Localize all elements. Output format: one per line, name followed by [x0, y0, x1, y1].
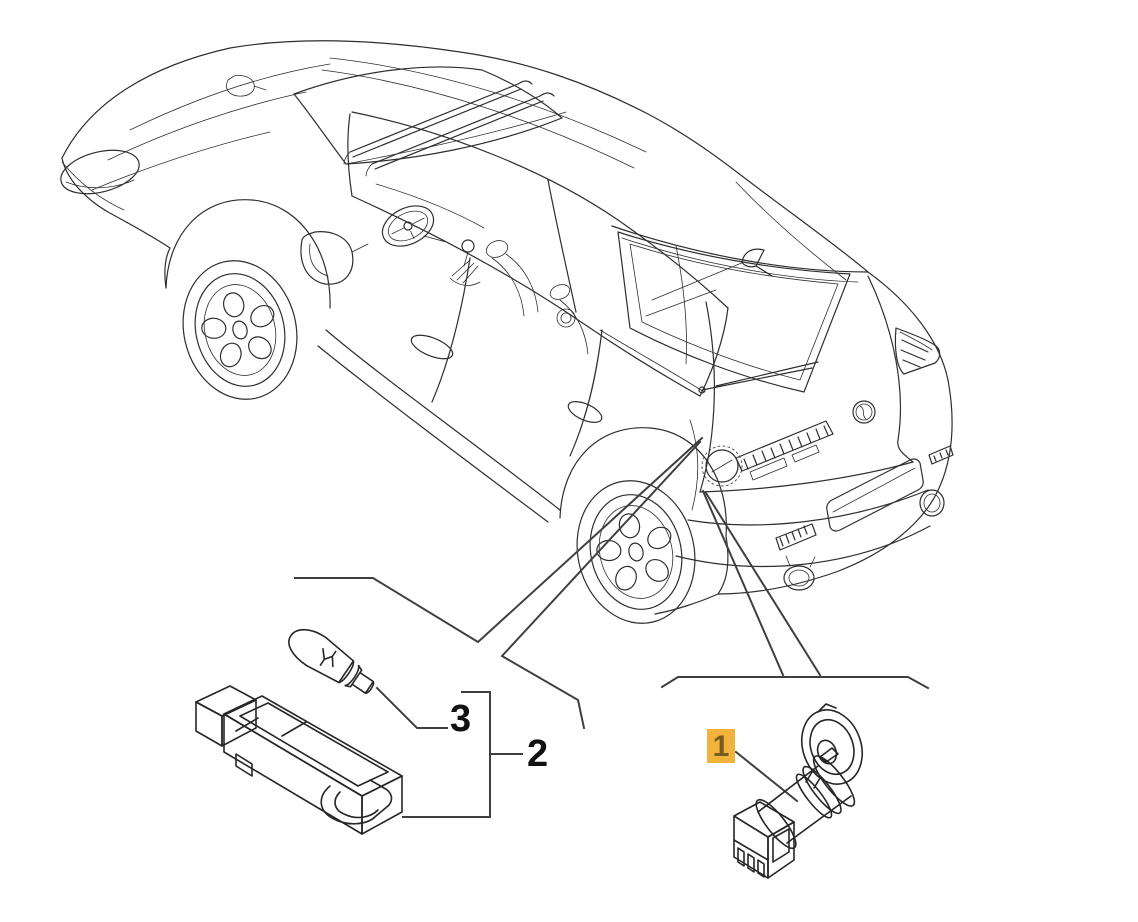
license-plate-recess — [826, 458, 924, 532]
callout-1-highlight-box[interactable] — [707, 729, 735, 763]
callout-1[interactable]: 1 — [707, 729, 735, 763]
rear-door-handle — [567, 401, 603, 423]
leader-to-part-2 — [294, 436, 704, 644]
socket-catch-tab — [819, 747, 839, 763]
tailgate — [699, 275, 914, 493]
rear-window — [617, 231, 851, 394]
car-drawing — [60, 40, 954, 624]
gear-knob — [461, 239, 475, 253]
leader-to-part-2b — [500, 440, 702, 730]
socket-cap — [801, 709, 863, 785]
part-2-bracket — [402, 691, 523, 818]
leader-lines — [294, 436, 930, 818]
callout-2-label[interactable]: 2 — [527, 733, 548, 775]
callout-2[interactable]: 2 — [527, 733, 548, 775]
front-wheel — [182, 260, 298, 400]
alfa-badge — [852, 400, 876, 424]
interior-details — [375, 183, 705, 393]
leader-to-part-3 — [375, 686, 448, 729]
windshield-wipers — [343, 80, 555, 177]
callout-3[interactable]: 3 — [450, 698, 471, 740]
side-mirror — [300, 231, 369, 285]
part-1-bracket — [660, 676, 930, 690]
rear-wiper — [698, 361, 819, 394]
door-handle — [410, 334, 454, 360]
fuel-cap — [701, 445, 743, 487]
socket-connector-block — [733, 801, 795, 879]
headlight — [60, 149, 140, 195]
bumper-reflector — [928, 445, 954, 465]
leader-from-callout-1 — [734, 750, 799, 803]
part-3-bulb-drawing — [288, 628, 375, 694]
callout-3-label[interactable]: 3 — [450, 698, 471, 740]
rear-bumper-details — [675, 445, 954, 591]
bumper-vent — [775, 523, 817, 551]
steering-wheel — [381, 205, 435, 247]
callout-1-label[interactable]: 1 — [713, 730, 730, 763]
rear-wheel — [576, 480, 696, 624]
part-1-power-socket-drawing — [733, 703, 863, 879]
leader-to-part-1-right — [704, 491, 822, 677]
roof-antenna — [741, 248, 773, 277]
module-snap-clip — [320, 779, 393, 825]
part-2-lamp-module-drawing — [195, 685, 403, 835]
exhaust-tips — [783, 489, 945, 591]
car-body-outline — [60, 40, 953, 615]
leader-to-part-1-left — [701, 489, 785, 677]
parcel-shelf-speaker — [556, 308, 576, 328]
taillights — [735, 327, 941, 481]
